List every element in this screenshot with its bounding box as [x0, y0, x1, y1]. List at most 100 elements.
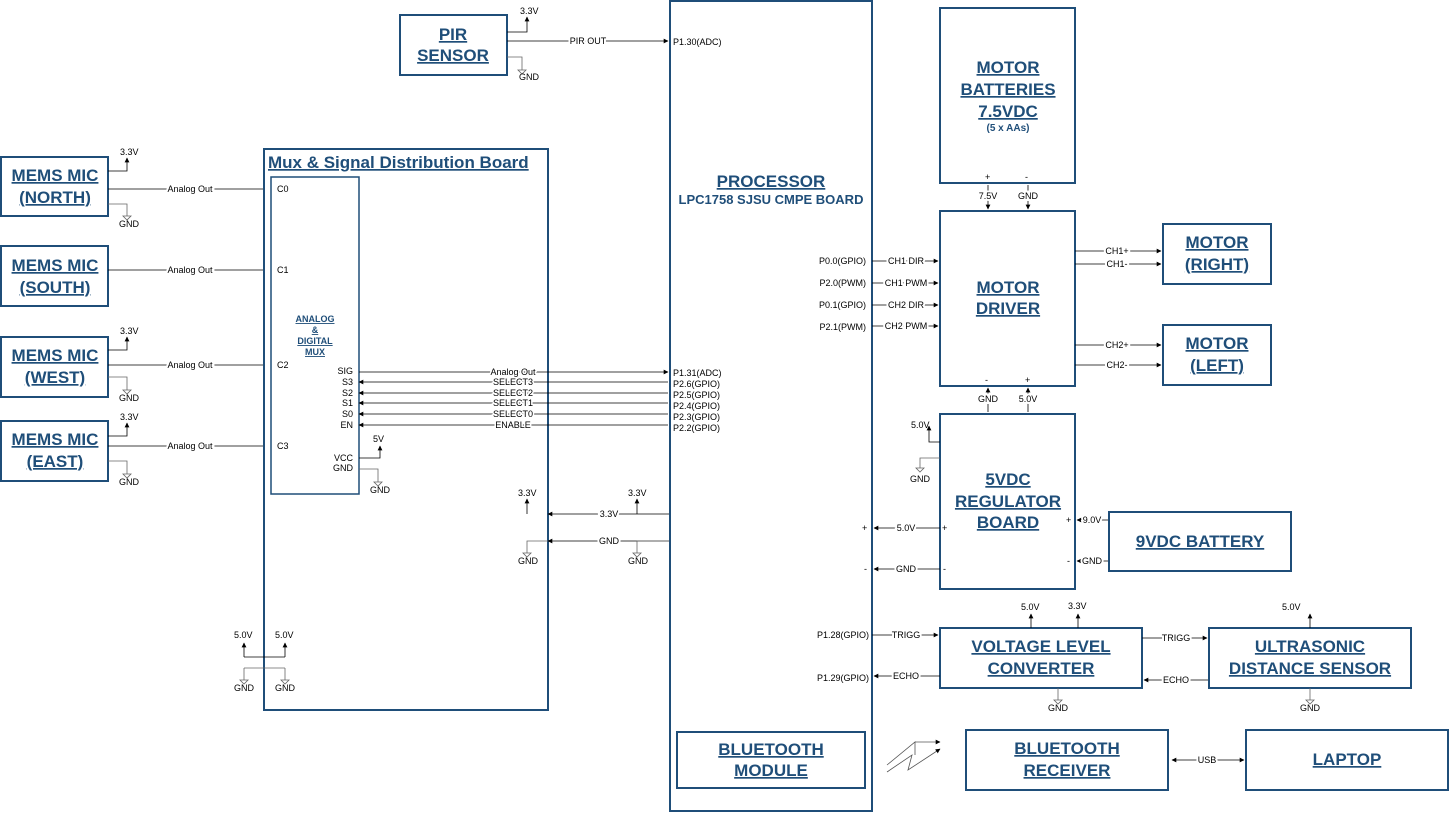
- regulator-block: 5VDC REGULATOR BOARD: [939, 413, 1076, 590]
- processor-subtitle: LPC1758 SJSU CMPE BOARD: [679, 192, 864, 207]
- reg-out-minus: -: [864, 564, 867, 574]
- mic-east-block: MEMS MIC (EAST): [0, 420, 109, 482]
- out-ch1-minus: CH1-: [1106, 259, 1127, 269]
- mic-west-line2: (WEST): [25, 368, 85, 387]
- echo-sensor-label: ECHO: [1163, 675, 1189, 685]
- ctl-ch1-pwm: CH1 PWM: [885, 278, 928, 288]
- regulator-wiring: 5.0V GND 5.0V + + GND - - 9.0V + + GND -…: [862, 420, 1120, 576]
- mux-bottom-5v-a: 5.0V: [234, 630, 253, 640]
- pir-title-line2: SENSOR: [417, 46, 489, 65]
- reg-50v-out: 5.0V: [897, 523, 916, 533]
- motor-batteries-block: MOTOR BATTERIES 7.5VDC (5 x AAs): [939, 7, 1076, 184]
- mux-pin-s3: S3: [342, 377, 353, 387]
- reg-in-plus-left: +: [942, 523, 947, 533]
- ultrasonic-block: ULTRASONIC DISTANCE SENSOR: [1208, 627, 1412, 689]
- reg-gnd-left: GND: [910, 474, 931, 484]
- processor-title: PROCESSOR: [717, 172, 826, 191]
- sig-select3: SELECT3: [493, 377, 533, 387]
- level-converter-block: VOLTAGE LEVEL CONVERTER: [939, 627, 1143, 689]
- mux-chip-line2: &: [312, 325, 319, 335]
- mux-pin-c1: C1: [277, 265, 289, 275]
- mic-north-gnd: GND: [119, 219, 140, 229]
- mic-west-gnd: GND: [119, 393, 140, 403]
- driver-out-plus: +: [1025, 375, 1030, 385]
- batt-minus: -: [1025, 172, 1028, 182]
- mux-power-wiring: 5V GND: [359, 434, 391, 495]
- ctl-ch2-dir: CH2 DIR: [888, 300, 925, 310]
- motor-left-block: MOTOR (LEFT): [1162, 324, 1272, 386]
- proc-pin-p21: P2.1(PWM): [819, 322, 866, 332]
- laptop-block: LAPTOP: [1245, 729, 1449, 791]
- reg-out-plus: +: [862, 523, 867, 533]
- board-gnd-link: GND: [599, 536, 620, 546]
- mux-pin-en: EN: [340, 420, 353, 430]
- mux-pin-gnd: GND: [333, 463, 354, 473]
- regulator-line1: 5VDC: [985, 470, 1030, 489]
- pir-title-line1: PIR: [439, 25, 467, 44]
- battery-9v-block: 9VDC BATTERY: [1108, 511, 1292, 572]
- out-ch2-minus: CH2-: [1106, 360, 1127, 370]
- mux-pin-c3: C3: [277, 441, 289, 451]
- bt-module-block: BLUETOOTH MODULE: [676, 731, 866, 789]
- mic-east-line1: MEMS MIC: [12, 430, 99, 449]
- sig-select2: SELECT2: [493, 388, 533, 398]
- level-converter-wiring: TRIGG ECHO 5.0V 3.3V GND TRIGG ECHO: [872, 601, 1209, 713]
- trigg-proc-label: TRIGG: [892, 630, 921, 640]
- ultra-50v: 5.0V: [1282, 602, 1301, 612]
- mux-5v-label: 5V: [373, 434, 384, 444]
- reg-in-minus-left: -: [943, 564, 946, 574]
- ctl-ch2-pwm: CH2 PWM: [885, 321, 928, 331]
- mic-west-33v: 3.3V: [120, 326, 139, 336]
- motor-right-line2: (RIGHT): [1185, 255, 1249, 274]
- echo-proc-label: ECHO: [893, 671, 919, 681]
- mux-pin-c0: C0: [277, 184, 289, 194]
- proc-pin-p24: P2.4(GPIO): [673, 401, 720, 411]
- motor-left-line1: MOTOR: [1186, 334, 1249, 353]
- processor-block: PROCESSOR LPC1758 SJSU CMPE BOARD P1.30(…: [669, 0, 873, 812]
- mic-north-analog: Analog Out: [167, 184, 213, 194]
- batt-plus: +: [985, 172, 990, 182]
- board-33v-b: 3.3V: [628, 488, 647, 498]
- proc-pin-p01: P0.1(GPIO): [819, 300, 866, 310]
- mic-south-analog: Analog Out: [167, 265, 213, 275]
- mic-west-block: MEMS MIC (WEST): [0, 336, 109, 398]
- batt9-90v: 9.0V: [1083, 515, 1102, 525]
- mic-north-block: MEMS MIC (NORTH): [0, 156, 109, 217]
- driver-out-minus: -: [985, 375, 988, 385]
- proc-pin-p26: P2.6(GPIO): [673, 379, 720, 389]
- mux-chip-line4: MUX: [305, 347, 325, 357]
- mic-south-line1: MEMS MIC: [12, 256, 99, 275]
- mux-chip-block: ANALOG & DIGITAL MUX C0 C1 C2 C3 SIG S3 …: [270, 176, 360, 495]
- reg-right-minus: -: [1067, 556, 1070, 566]
- mic-east-analog: Analog Out: [167, 441, 213, 451]
- motor-left-line2: (LEFT): [1190, 356, 1244, 375]
- ultrasonic-line1: ULTRASONIC: [1255, 637, 1365, 656]
- ctl-ch1-dir: CH1 DIR: [888, 256, 925, 266]
- pir-33v-label: 3.3V: [520, 6, 539, 16]
- board-33v-link: 3.3V: [600, 509, 619, 519]
- bt-receiver-line2: RECEIVER: [1024, 761, 1111, 780]
- driver-motor-outputs: CH1+ CH1- CH2+ CH2-: [1075, 244, 1162, 372]
- board-gnd-b: GND: [628, 556, 649, 566]
- proc-pin-p131: P1.31(ADC): [673, 368, 722, 378]
- batt9-gnd: GND: [1082, 556, 1103, 566]
- mic-north-line1: MEMS MIC: [12, 166, 99, 185]
- motor-driver-line1: MOTOR: [977, 278, 1040, 297]
- mux-board-title: Mux & Signal Distribution Board: [268, 153, 529, 172]
- motor-batt-sub: (5 x AAs): [987, 123, 1030, 134]
- proc-pin-p00: P0.0(GPIO): [819, 256, 866, 266]
- bt-receiver-block: BLUETOOTH RECEIVER: [965, 729, 1169, 791]
- mux-pin-s2: S2: [342, 388, 353, 398]
- board-33v-a: 3.3V: [518, 488, 537, 498]
- mic-east-line2: (EAST): [27, 452, 84, 471]
- mux-pin-s1: S1: [342, 398, 353, 408]
- mux-bottom-power: 5.0V 5.0V GND GND: [234, 630, 296, 693]
- reg-right-plus: +: [1066, 515, 1071, 525]
- battery-9v-title: 9VDC BATTERY: [1136, 532, 1265, 551]
- motor-batt-line1: MOTOR: [977, 58, 1040, 77]
- driver-50v: 5.0V: [1019, 394, 1038, 404]
- mux-pin-sig: SIG: [337, 366, 353, 376]
- proc-pin-p25: P2.5(GPIO): [673, 390, 720, 400]
- mic-east-33v: 3.3V: [120, 412, 139, 422]
